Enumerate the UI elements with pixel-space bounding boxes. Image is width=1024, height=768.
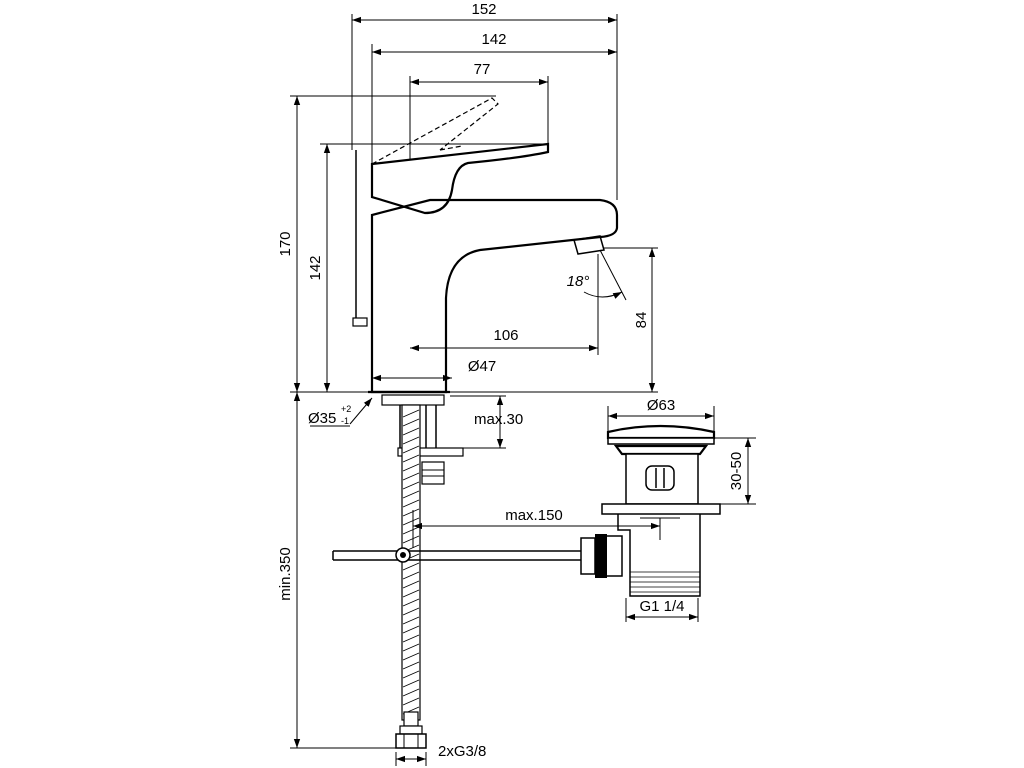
hose-braid-line — [402, 481, 420, 490]
hose-braid-line — [402, 445, 420, 454]
hose-braid-line — [402, 427, 420, 436]
lever-open-position — [371, 97, 499, 165]
hose-braid-line — [402, 499, 420, 508]
hose-braid-line — [402, 688, 420, 697]
svg-text:-1: -1 — [341, 416, 349, 426]
hose-braid-line — [402, 616, 420, 625]
hose-braid-line — [402, 517, 420, 526]
svg-text:77: 77 — [474, 61, 491, 78]
dimension-30-50: 30-50 — [714, 437, 756, 505]
dimension-min-350: min.350 — [277, 392, 396, 749]
dimension-106: 106 — [410, 254, 599, 355]
hose-braid-line — [402, 472, 420, 481]
dimension-g114: G1 1/4 — [625, 598, 699, 622]
hose-braid-line — [402, 643, 420, 652]
dimension-thread: 2xG3/8 — [395, 743, 486, 766]
dimension-77: 77 — [409, 61, 549, 160]
svg-text:142: 142 — [307, 255, 324, 280]
svg-text:Ø63: Ø63 — [647, 397, 675, 414]
dimension-max-30: max.30 — [450, 395, 523, 449]
hose-braid-line — [402, 697, 420, 706]
hose-braid-line — [402, 535, 420, 544]
hose-braid-line — [402, 409, 420, 418]
hose-braid-line — [402, 490, 420, 499]
dimension-84: 84 — [604, 247, 658, 392]
lever-handle — [370, 142, 550, 215]
hose-braid-line — [402, 607, 420, 616]
dimension-170: 170 — [277, 95, 496, 392]
hose-braid-line — [402, 625, 420, 634]
svg-text:+2: +2 — [341, 404, 351, 414]
pull-rod — [332, 534, 607, 578]
hose-braid-line — [402, 670, 420, 679]
svg-text:G1 1/4: G1 1/4 — [639, 598, 684, 615]
dimension-142-horizontal: 142 — [371, 31, 617, 164]
dimension-63: Ø63 — [607, 397, 715, 432]
hose-braid-line — [402, 589, 420, 598]
hose-braid-line — [402, 571, 420, 580]
dimension-max-150: max.150 — [412, 507, 661, 548]
svg-text:152: 152 — [471, 1, 496, 18]
svg-text:30-50: 30-50 — [728, 452, 745, 490]
svg-text:max.150: max.150 — [505, 507, 563, 524]
hose-braid-line — [402, 508, 420, 517]
flexible-hose — [395, 404, 427, 749]
svg-text:max.30: max.30 — [474, 411, 523, 428]
dimension-142-vertical: 142 — [307, 143, 548, 392]
mounting-assembly — [381, 394, 464, 485]
hose-braid-line — [402, 562, 420, 571]
tap-body — [352, 150, 619, 394]
hose-braid-line — [402, 634, 420, 643]
waste-assembly — [601, 424, 721, 597]
hose-braid-line — [402, 454, 420, 463]
svg-text:142: 142 — [481, 31, 506, 48]
svg-text:Ø47: Ø47 — [468, 358, 496, 375]
svg-text:106: 106 — [493, 327, 518, 344]
hose-braid-line — [402, 418, 420, 427]
dimension-hole-35: Ø35 +2 -1 — [308, 397, 373, 427]
hose-braid-line — [402, 679, 420, 688]
hose-braid-line — [402, 652, 420, 661]
svg-text:170: 170 — [277, 231, 294, 256]
svg-text:18°: 18° — [567, 273, 590, 290]
svg-text:min.350: min.350 — [277, 547, 294, 600]
hose-braid-line — [402, 463, 420, 472]
hose-braid-line — [402, 661, 420, 670]
dimension-152: 152 — [351, 1, 618, 200]
dimension-47: Ø47 — [372, 358, 496, 382]
svg-text:Ø35: Ø35 — [308, 410, 336, 427]
hose-braid-line — [402, 598, 420, 607]
hose-braid-line — [402, 436, 420, 445]
hose-braid-line — [402, 580, 420, 589]
svg-text:84: 84 — [633, 312, 650, 329]
dimension-angle-18: 18° — [567, 249, 627, 301]
svg-text:2xG3/8: 2xG3/8 — [438, 743, 486, 760]
